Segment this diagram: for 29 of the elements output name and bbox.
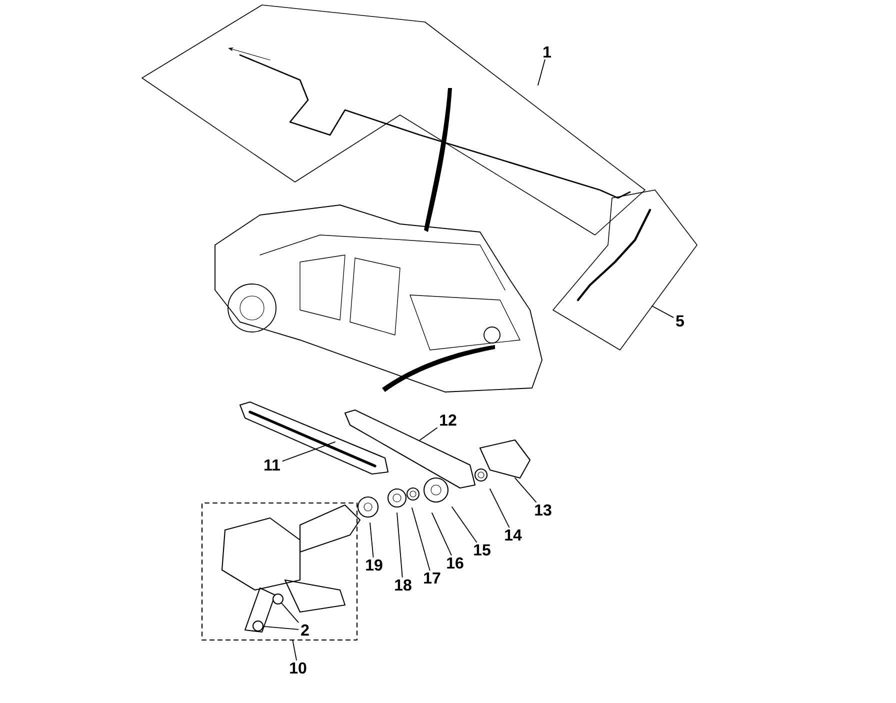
leader-line <box>412 508 430 571</box>
callout-number: 2 <box>301 624 309 636</box>
leader-line <box>292 640 297 661</box>
callout-number: 5 <box>676 315 684 327</box>
bolt <box>272 593 284 605</box>
callout-number: 14 <box>505 530 522 540</box>
callout-number: 1 <box>544 46 551 58</box>
leader-line <box>490 488 510 528</box>
leader-line <box>538 59 546 86</box>
callout-number: 12 <box>440 414 456 426</box>
leader-line <box>452 506 477 543</box>
callout-number: 16 <box>447 557 464 569</box>
callout-number: 15 <box>474 544 490 556</box>
leader-line <box>370 522 374 558</box>
leader-line <box>652 306 674 318</box>
callout-number: 13 <box>535 504 552 516</box>
assembly-frame <box>201 502 358 641</box>
callout-number: 11 <box>264 460 280 470</box>
callout-number: 19 <box>366 559 382 571</box>
leader-line <box>514 478 537 503</box>
callout-number: 18 <box>395 579 412 591</box>
leader-line <box>396 512 403 578</box>
leader-line <box>282 442 336 462</box>
leader-line <box>281 602 299 623</box>
leader-line <box>432 512 452 556</box>
leader-line <box>420 427 438 440</box>
bolt <box>252 620 264 632</box>
callout-number: 17 <box>424 572 440 584</box>
callout-number: 10 <box>290 662 306 674</box>
